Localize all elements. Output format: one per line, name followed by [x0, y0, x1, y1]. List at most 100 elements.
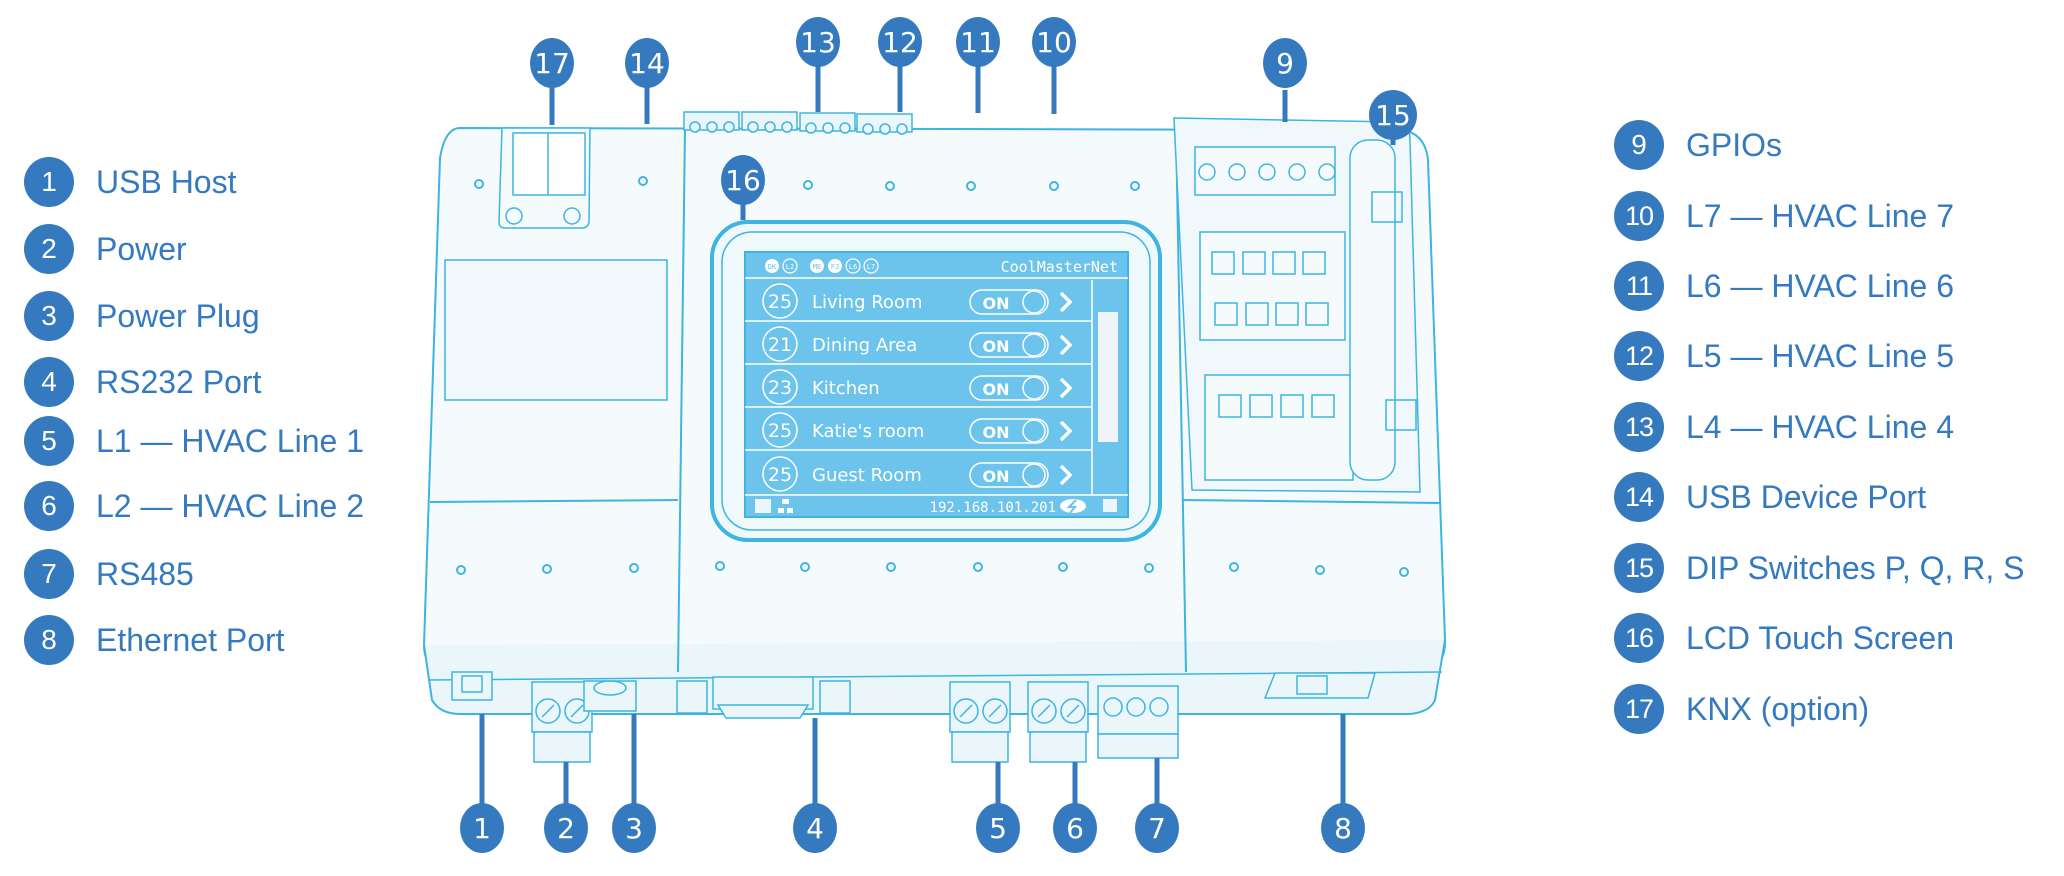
- on-toggle[interactable]: [969, 332, 1049, 358]
- lcd-screen[interactable]: DK L2 ME FJ L6 L7 CoolMasterNet 25 Livin…: [744, 251, 1129, 518]
- number-badge: 12: [1614, 331, 1664, 381]
- terminal-block-l4: [683, 111, 740, 133]
- knx-connector: [498, 127, 591, 229]
- number-badge: 14: [1614, 472, 1664, 522]
- legend-item-lcd-touch-screen: 16 LCD Touch Screen: [1614, 613, 1954, 663]
- legend-label: RS232 Port: [96, 363, 262, 400]
- svg-text:8: 8: [1334, 812, 1352, 845]
- chevron-right-icon[interactable]: [1059, 334, 1073, 356]
- on-toggle[interactable]: [969, 289, 1049, 315]
- legend-item-rs485: 7 RS485: [24, 549, 194, 599]
- legend-item-usb-device-port: 14 USB Device Port: [1614, 472, 1926, 522]
- number-badge: 2: [24, 224, 74, 274]
- legend-label: Ethernet Port: [96, 621, 285, 658]
- svg-text:12: 12: [882, 26, 918, 59]
- legend-item-l4: 13 L4 — HVAC Line 4: [1614, 402, 1954, 452]
- legend-label: RS485: [96, 555, 194, 592]
- lcd-room-row[interactable]: 21 Dining Area ON: [745, 326, 1092, 365]
- terminal-block-l6: [799, 112, 856, 134]
- callout-8: 8: [1321, 803, 1365, 853]
- callout-7: 7: [1135, 803, 1179, 853]
- legend-item-l2: 6 L2 — HVAC Line 2: [24, 481, 364, 531]
- lcd-scrollbar-thumb[interactable]: [1098, 312, 1118, 442]
- room-name: Guest Room: [812, 465, 922, 486]
- number-badge: 9: [1614, 120, 1664, 170]
- svg-text:4: 4: [806, 812, 824, 845]
- legend-label: L7 — HVAC Line 7: [1686, 197, 1954, 234]
- gpio-compartment: [1173, 117, 1421, 493]
- status-icon-l7: L7: [867, 263, 875, 271]
- number-badge: 16: [1614, 613, 1664, 663]
- room-temp: 25: [768, 464, 792, 486]
- lcd-ip-address: 192.168.101.201: [930, 500, 1056, 516]
- toggle-state: ON: [983, 467, 1010, 486]
- callout-2: 2: [544, 803, 588, 853]
- svg-text:13: 13: [800, 26, 836, 59]
- svg-text:5: 5: [989, 812, 1007, 845]
- status-icon-l2: L2: [786, 263, 794, 271]
- callout-17: 17: [530, 38, 574, 88]
- legend-item-power-plug: 3 Power Plug: [24, 291, 260, 341]
- usb-host-connector: [451, 671, 493, 701]
- svg-text:6: 6: [1066, 812, 1084, 845]
- legend-label: L1 — HVAC Line 1: [96, 422, 364, 459]
- callout-15: 15: [1369, 90, 1417, 140]
- callout-1: 1: [460, 803, 504, 853]
- legend-label: L6 — HVAC Line 6: [1686, 267, 1954, 304]
- legend-label: L4 — HVAC Line 4: [1686, 408, 1954, 445]
- number-badge: 3: [24, 291, 74, 341]
- lcd-room-row[interactable]: 23 Kitchen ON: [745, 369, 1092, 408]
- chevron-right-icon[interactable]: [1059, 377, 1073, 399]
- svg-text:10: 10: [1036, 26, 1072, 59]
- room-name: Dining Area: [812, 335, 917, 356]
- ethernet-icon: [1103, 499, 1117, 512]
- chevron-right-icon[interactable]: [1059, 420, 1073, 442]
- lcd-room-row[interactable]: 25 Guest Room ON: [745, 456, 1128, 496]
- lcd-room-row[interactable]: 25 Living Room ON: [745, 283, 1092, 322]
- svg-text:3: 3: [625, 812, 643, 845]
- room-name: Living Room: [812, 292, 923, 313]
- chevron-right-icon[interactable]: [1059, 291, 1073, 313]
- toggle-state: ON: [983, 380, 1010, 399]
- legend-label: USB Host: [96, 163, 237, 200]
- divider-left: [677, 127, 686, 673]
- toggle-state: ON: [983, 423, 1010, 442]
- ethernet-connector: [1263, 672, 1376, 699]
- legend-item-knx: 17 KNX (option): [1614, 684, 1869, 734]
- number-badge: 13: [1614, 402, 1664, 452]
- legend-label: DIP Switches P, Q, R, S: [1686, 549, 2025, 586]
- callout-5: 5: [976, 803, 1020, 853]
- legend-item-gpios: 9 GPIOs: [1614, 120, 1782, 170]
- terminal-block-l7: [856, 113, 913, 135]
- number-badge: 4: [24, 357, 74, 407]
- legend-item-l7: 10 L7 — HVAC Line 7: [1614, 191, 1954, 241]
- number-badge: 8: [24, 615, 74, 665]
- on-toggle[interactable]: [969, 462, 1049, 488]
- chevron-right-icon[interactable]: [1059, 464, 1073, 486]
- on-toggle[interactable]: [969, 418, 1049, 444]
- svg-text:7: 7: [1148, 812, 1166, 845]
- power-terminal: [531, 681, 593, 763]
- callout-14: 14: [625, 38, 669, 88]
- number-badge: 15: [1614, 543, 1664, 593]
- status-icon-fj: FJ: [831, 263, 839, 271]
- callout-10: 10: [1032, 17, 1076, 67]
- legend-label: L2 — HVAC Line 2: [96, 487, 364, 524]
- status-icon-me: ME: [813, 263, 821, 271]
- on-toggle[interactable]: [969, 375, 1049, 401]
- terminal-block-l5: [741, 111, 798, 133]
- number-badge: 7: [24, 549, 74, 599]
- legend-label: LCD Touch Screen: [1686, 619, 1954, 656]
- left-panel-label-area: [444, 259, 668, 401]
- callout-9: 9: [1263, 38, 1307, 88]
- rs485-terminal: [1097, 685, 1179, 759]
- svg-text:17: 17: [534, 47, 570, 80]
- l1-terminal: [949, 681, 1011, 763]
- status-icon-dk: DK: [768, 263, 777, 271]
- lcd-room-row[interactable]: 25 Katie's room ON: [745, 412, 1092, 451]
- number-badge: 17: [1614, 684, 1664, 734]
- room-temp: 25: [768, 420, 792, 442]
- legend-label: Power Plug: [96, 297, 260, 334]
- lcd-footer: 192.168.101.201: [755, 499, 1117, 516]
- status-icon-l6: L6: [849, 263, 857, 271]
